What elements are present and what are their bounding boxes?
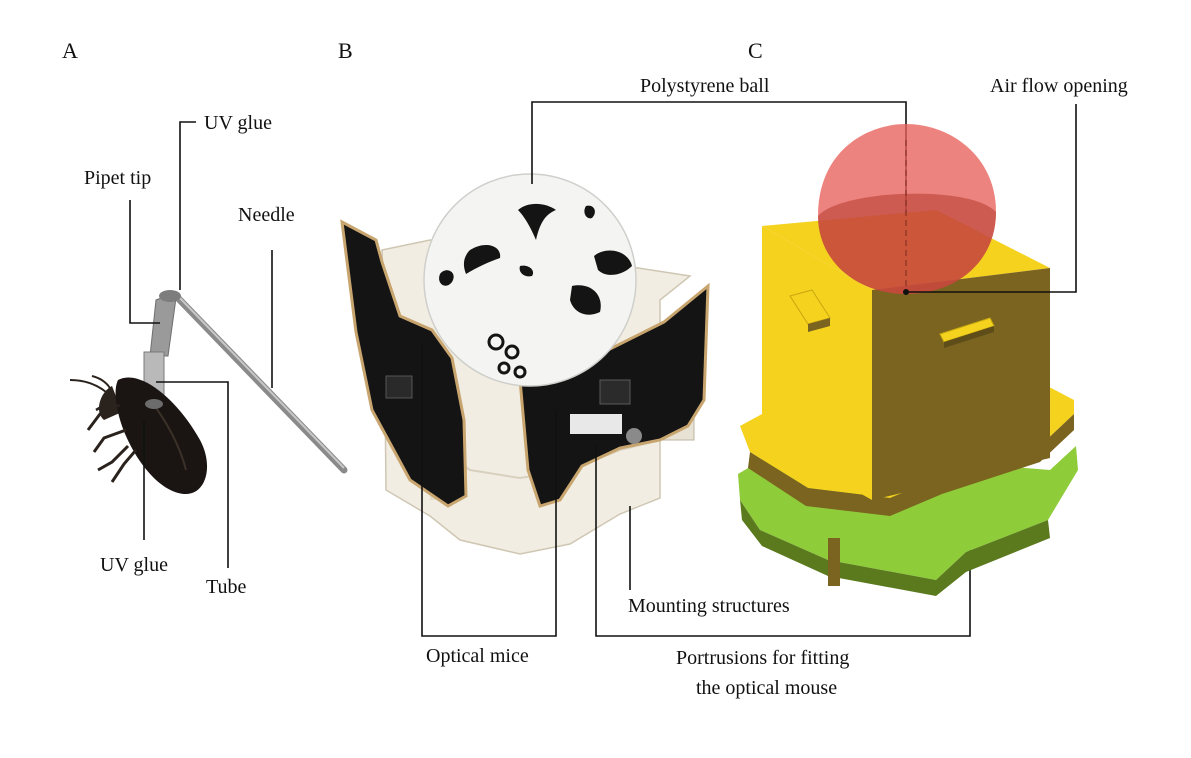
protrusion-left-side <box>808 318 830 332</box>
panel-c-model <box>738 124 1078 596</box>
label-polystyrene-ball: Polystyrene ball <box>640 75 770 97</box>
beetle-antenna-1 <box>69 379 107 393</box>
leader-optical-mice <box>421 344 557 637</box>
uv-glue-top-blob <box>159 290 181 302</box>
green-plate-side <box>740 500 1050 596</box>
label-mounting-structures: Mounting structures <box>628 595 790 617</box>
beetle-leg-3 <box>110 449 138 483</box>
beetle-leg-4 <box>97 444 130 472</box>
label-pipet-tip: Pipet tip <box>84 167 151 189</box>
left-pcb-chip <box>385 375 413 399</box>
label-uv-glue-top: UV glue <box>204 112 272 134</box>
ball-ring-marks <box>487 333 527 379</box>
pipet-tip-shape <box>149 293 177 357</box>
right-pcb-screw <box>626 428 642 444</box>
label-needle: Needle <box>238 204 295 226</box>
protrusion-right-side <box>944 326 994 348</box>
panel-label-b: B <box>338 38 353 63</box>
beetle-leg-1 <box>86 410 119 431</box>
ball-marks <box>439 203 632 315</box>
green-plate-notch <box>828 538 840 586</box>
block-left-face <box>762 226 872 500</box>
right-pcb-sticker <box>570 414 622 434</box>
needle-shape <box>172 292 348 474</box>
label-air-flow-opening: Air flow opening <box>990 75 1128 97</box>
left-pcb-board <box>340 219 468 508</box>
panel-label-c: C <box>748 38 763 63</box>
beetle-antenna-2 <box>91 375 111 389</box>
needle-highlight <box>175 293 345 469</box>
beetle-leg-5 <box>95 402 121 412</box>
leader-tube <box>156 381 229 568</box>
leader-pipet-tip <box>129 200 160 324</box>
ball-hemisphere-lower <box>818 193 996 294</box>
block-right-face <box>872 268 1050 500</box>
uv-glue-bottom-blob <box>145 399 163 409</box>
ball-shape <box>423 173 637 387</box>
label-optical-mice: Optical mice <box>426 645 529 667</box>
leader-uv-glue-top <box>179 121 196 290</box>
beetle-body <box>115 377 208 494</box>
label-protrusions-line2: the optical mouse <box>696 677 837 699</box>
label-uv-glue-bottom: UV glue <box>100 554 168 576</box>
leader-air-flow-opening <box>906 104 1077 293</box>
right-pcb-chip <box>599 379 631 405</box>
panel-a-photo <box>69 290 348 494</box>
label-protrusions-line1: Portrusions for fitting <box>676 647 849 669</box>
panel-b-photo <box>340 173 710 555</box>
beetle <box>69 375 208 494</box>
label-tube: Tube <box>206 576 247 598</box>
beetle-leg-2 <box>92 428 127 453</box>
panel-label-a: A <box>62 38 78 63</box>
